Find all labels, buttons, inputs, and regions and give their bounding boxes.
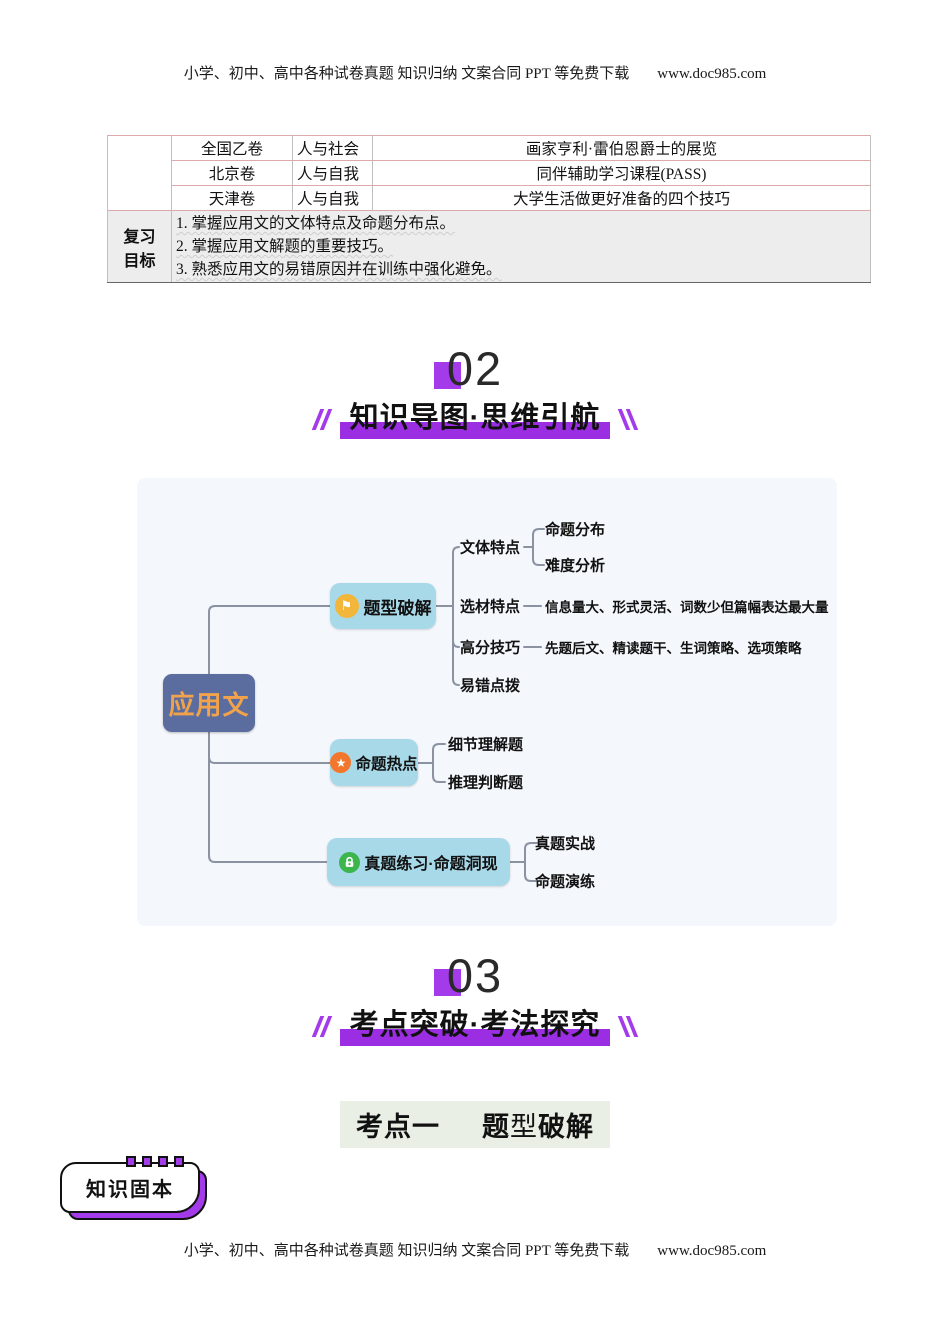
cell-topic: 画家亨利·雷伯恩爵士的展览 (372, 135, 871, 161)
table-row: 全国乙卷 人与社会 画家亨利·雷伯恩爵士的展览 (107, 135, 871, 211)
mindmap: 应用文 ⚑ 题型破解 ★ 命题热点 真题练习·命题洞现 文体特点 命题分布 难度… (137, 478, 837, 926)
branch-label: 真题练习·命题洞现 (364, 856, 498, 873)
cell-theme: 人与社会 (292, 135, 373, 161)
review-goal-item: 2. 掌握应用文解题的重要技巧。 (176, 238, 394, 255)
review-goal-item: 3. 熟悉应用文的易错原因并在训练中强化避免。 (176, 261, 502, 278)
cell-theme: 人与自我 (292, 160, 373, 186)
cell-paper: 北京卷 (171, 160, 293, 186)
highlight-bar (339, 422, 611, 439)
exam-table: 全国乙卷 人与社会 画家亨利·雷伯恩爵士的展览 北京卷 人与自我 同伴辅助学习课… (107, 135, 871, 283)
flag-icon: ⚑ (334, 594, 359, 618)
badge-squares-icon (126, 1156, 184, 1167)
sub-label: 命题分布 (545, 521, 606, 539)
sub-label: 文体特点 (460, 539, 521, 557)
sub-label: 命题演练 (535, 873, 596, 891)
review-goal-row: 复习 目标 1. 掌握应用文的文体特点及命题分布点。 2. 掌握应用文解题的重要… (107, 210, 871, 283)
badge-label: 知识固本 (60, 1162, 200, 1213)
sub-label: 难度分析 (545, 557, 606, 575)
mindmap-root-node: 应用文 (163, 674, 255, 732)
slash-marks-icon (618, 1016, 639, 1037)
page-footer-text: 小学、初中、高中各种试卷真题 知识归纳 文案合同 PPT 等免费下载 (183, 1243, 630, 1259)
kaodian-label: 考点一 (356, 1112, 440, 1142)
cell-theme: 人与自我 (292, 185, 373, 211)
section-number: 03 (446, 949, 504, 1002)
review-goal-label: 复习 目标 (107, 210, 172, 283)
branch-label: 题型破解 (363, 598, 432, 618)
branch-node-tixing: ⚑ 题型破解 (330, 583, 436, 629)
site-url-link[interactable]: www.doc985.com (657, 66, 767, 82)
table-corner-cell (107, 135, 172, 211)
sub-label: 易错点拨 (460, 677, 521, 695)
connector-svg (208, 528, 545, 882)
sub-label: 高分技巧 (460, 639, 521, 657)
branch-label: 命题热点 (355, 755, 418, 773)
purple-square (433, 969, 461, 996)
sub-label: 先题后文、精读题干、生词策略、选项策略 (545, 641, 802, 656)
section-number: 02 (446, 342, 504, 395)
branch-node-zhenti: 真题练习·命题洞现 (327, 838, 510, 886)
review-goal-body: 1. 掌握应用文的文体特点及命题分布点。 2. 掌握应用文解题的重要技巧。 3.… (171, 210, 871, 283)
review-goal-item: 1. 掌握应用文的文体特点及命题分布点。 (176, 215, 456, 232)
cell-paper: 全国乙卷 (171, 135, 293, 161)
highlight-bar (339, 1029, 611, 1046)
slash-marks-icon (311, 409, 332, 430)
page-header-text: 小学、初中、高中各种试卷真题 知识归纳 文案合同 PPT 等免费下载 (183, 66, 630, 82)
slash-marks-icon (311, 1016, 332, 1037)
lock-icon (339, 851, 361, 873)
section-title: 考点突破·考法探究 (339, 1001, 611, 1046)
sub-label: 真题实战 (535, 835, 596, 853)
cell-paper: 天津卷 (171, 185, 293, 211)
site-url-link[interactable]: www.doc985.com (657, 1243, 767, 1259)
section-03-header: 03 考点突破·考法探究 (0, 949, 950, 1046)
purple-square (433, 362, 461, 389)
cell-topic: 大学生活做更好准备的四个技巧 (372, 185, 871, 211)
section-title: 知识导图·思维引航 (339, 394, 611, 439)
star-icon: ★ (330, 752, 352, 773)
table-row: 天津卷 人与自我 大学生活做更好准备的四个技巧 (108, 185, 871, 211)
sub-label: 信息量大、形式灵活、词数少但篇幅表达最大量 (545, 600, 829, 615)
kaodian-heading: 考点一题型破解 (340, 1101, 610, 1148)
page-footer: 小学、初中、高中各种试卷真题 知识归纳 文案合同 PPT 等免费下载 www.do… (0, 1239, 950, 1260)
sub-label: 推理判断题 (448, 774, 524, 792)
branch-node-mingti: ★ 命题热点 (330, 739, 418, 786)
sub-label: 选材特点 (460, 598, 521, 616)
section-02-header: 02 知识导图·思维引航 (0, 342, 950, 439)
table-row: 北京卷 人与自我 同伴辅助学习课程(PASS) (108, 160, 871, 186)
page-header: 小学、初中、高中各种试卷真题 知识归纳 文案合同 PPT 等免费下载 www.do… (0, 0, 950, 83)
slash-marks-icon (618, 409, 639, 430)
sub-label: 细节理解题 (448, 736, 524, 754)
knowledge-badge: 知识固本 (60, 1156, 207, 1220)
cell-topic: 同伴辅助学习课程(PASS) (372, 160, 871, 186)
